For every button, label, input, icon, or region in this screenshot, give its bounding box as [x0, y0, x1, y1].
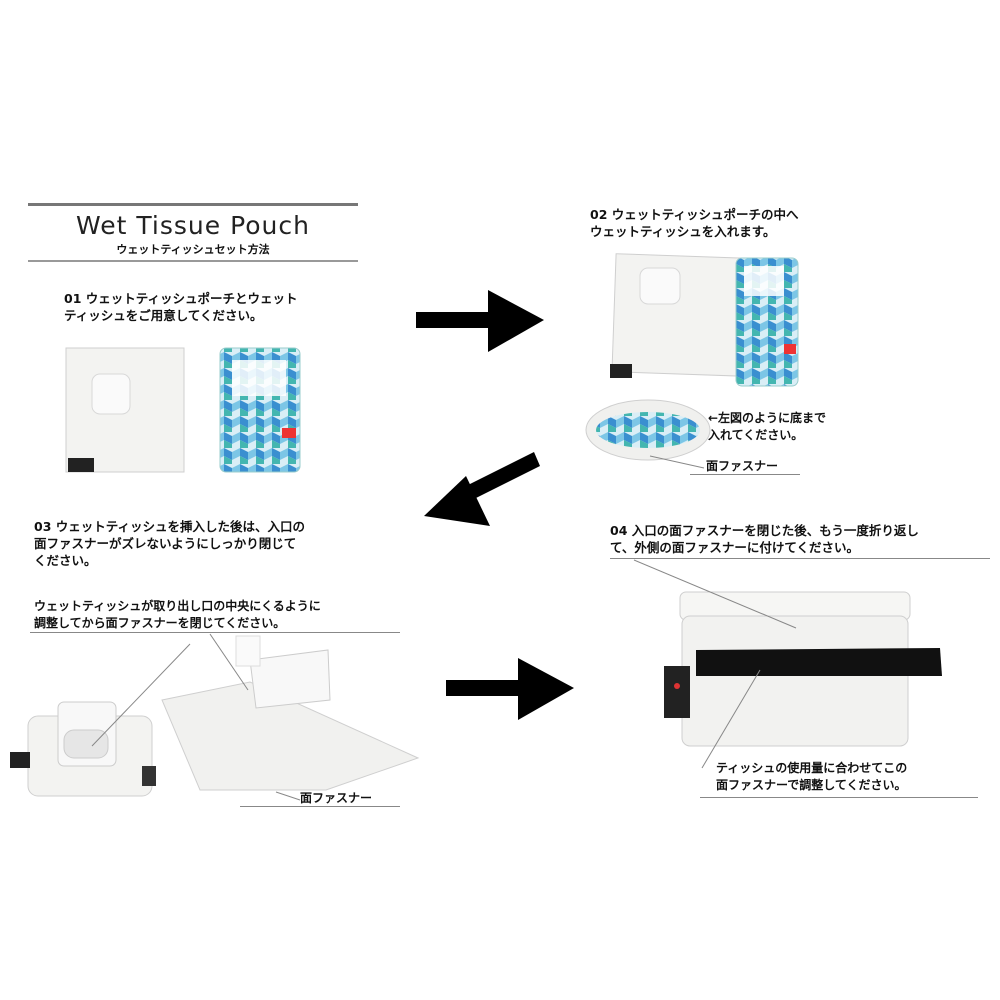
step-03-note-rule: [30, 632, 400, 633]
arrow-right-icon: [416, 290, 544, 352]
step-01-text: 01 ウェットティッシュポーチとウェット ティッシュをご用意してください。: [64, 291, 298, 323]
step-04-pouch-image: [633, 559, 942, 769]
step-04-note: ティッシュの使用量に合わせてこの 面ファスナーで調整してください。: [716, 761, 908, 792]
step-04-note-rule: [700, 797, 978, 798]
step-02-text: 02 ウェットティッシュポーチの中へ ウェットティッシュを入れます。: [590, 207, 799, 239]
title-block: Wet Tissue Pouch ウェットティッシュセット方法: [28, 203, 358, 263]
title-bottom-rule: [28, 260, 358, 262]
step-01-pouch-image: [65, 347, 185, 473]
step-02-label-rule: [690, 474, 800, 475]
title-top-rule: [28, 203, 358, 206]
arrow-right-icon-2: [446, 658, 574, 720]
step-02-pouch-opening-image: [585, 399, 711, 469]
step-03-note: ウェットティッシュが取り出し口の中央にくるように 調整してから面ファスナーを閉じ…: [34, 599, 321, 630]
step-03-label-rule: [240, 806, 400, 807]
step-01-tissue-pack-image: [219, 347, 301, 473]
step-03-pouch-image: [10, 701, 156, 797]
step-02-note: ←左図のように底まで 入れてください。: [708, 411, 827, 442]
step-02-pouch-image: [610, 253, 799, 387]
step-04-text: 04 入口の面ファスナーを閉じた後、もう一度折り返し て、外側の面ファスナーに付…: [610, 523, 919, 555]
step-03-closed-pouch-image: [91, 633, 420, 801]
page-subtitle: ウェットティッシュセット方法: [116, 243, 270, 256]
step-02-label: 面ファスナー: [706, 459, 779, 473]
step-03-label: 面ファスナー: [300, 791, 373, 805]
page-title: Wet Tissue Pouch: [76, 211, 310, 240]
step-04-rule: [610, 558, 990, 559]
arrow-down-left-icon: [424, 452, 540, 526]
step-03-text: 03 ウェットティッシュを挿入した後は、入口の 面ファスナーがズレないようにしっ…: [34, 519, 305, 568]
